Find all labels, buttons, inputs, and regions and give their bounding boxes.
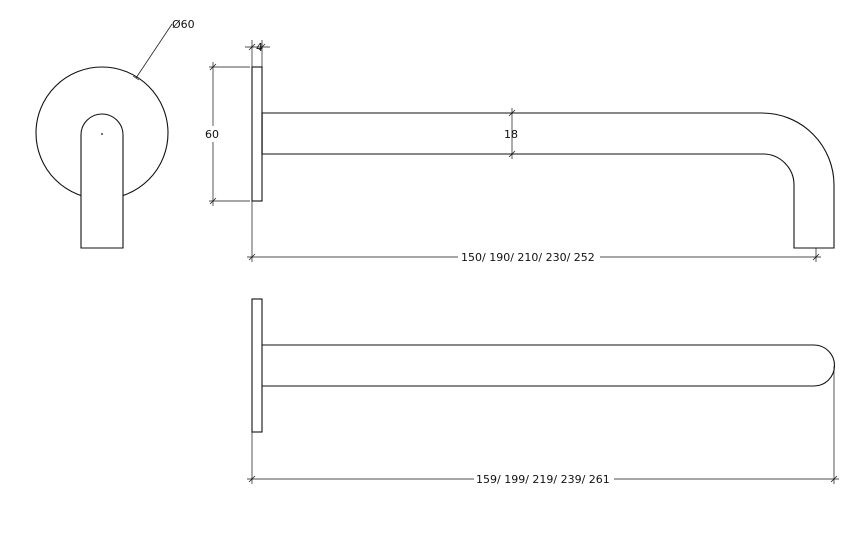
straight-spout-outline <box>262 344 836 387</box>
bent-spout-outline <box>262 112 835 249</box>
straight-view-wall-plate <box>251 298 263 433</box>
pipe-tick-bottom <box>508 150 516 158</box>
height-label: 60 <box>205 128 219 141</box>
bent-length-tick-left <box>248 253 256 261</box>
side-view-bent: 4 60 18 150/ 190/ 210/ 230/ 252 <box>202 40 835 264</box>
pipe-diameter-label: 18 <box>504 128 518 141</box>
front-view: Ø60 <box>35 18 195 249</box>
diameter-leader <box>135 23 173 79</box>
front-view-spout-outline <box>80 113 124 249</box>
straight-length-tick-left <box>248 475 256 483</box>
pipe-tick-top <box>508 109 516 117</box>
front-view-center-mark <box>101 133 103 135</box>
bent-length-tick-right <box>812 253 820 261</box>
diameter-leader-tick <box>132 75 140 81</box>
side-view-straight: 159/ 199/ 219/ 239/ 261 <box>247 298 839 486</box>
height-tick-top <box>209 63 217 71</box>
bent-length-label: 150/ 190/ 210/ 230/ 252 <box>461 251 595 264</box>
height-tick-bottom <box>209 197 217 205</box>
thickness-tick-left <box>248 43 256 51</box>
thickness-tick-right <box>258 43 266 51</box>
diameter-label: Ø60 <box>172 18 195 31</box>
straight-length-label: 159/ 199/ 219/ 239/ 261 <box>476 473 610 486</box>
bent-view-wall-plate <box>251 66 263 202</box>
thickness-label: 4 <box>256 41 263 54</box>
straight-length-tick-right <box>830 475 838 483</box>
